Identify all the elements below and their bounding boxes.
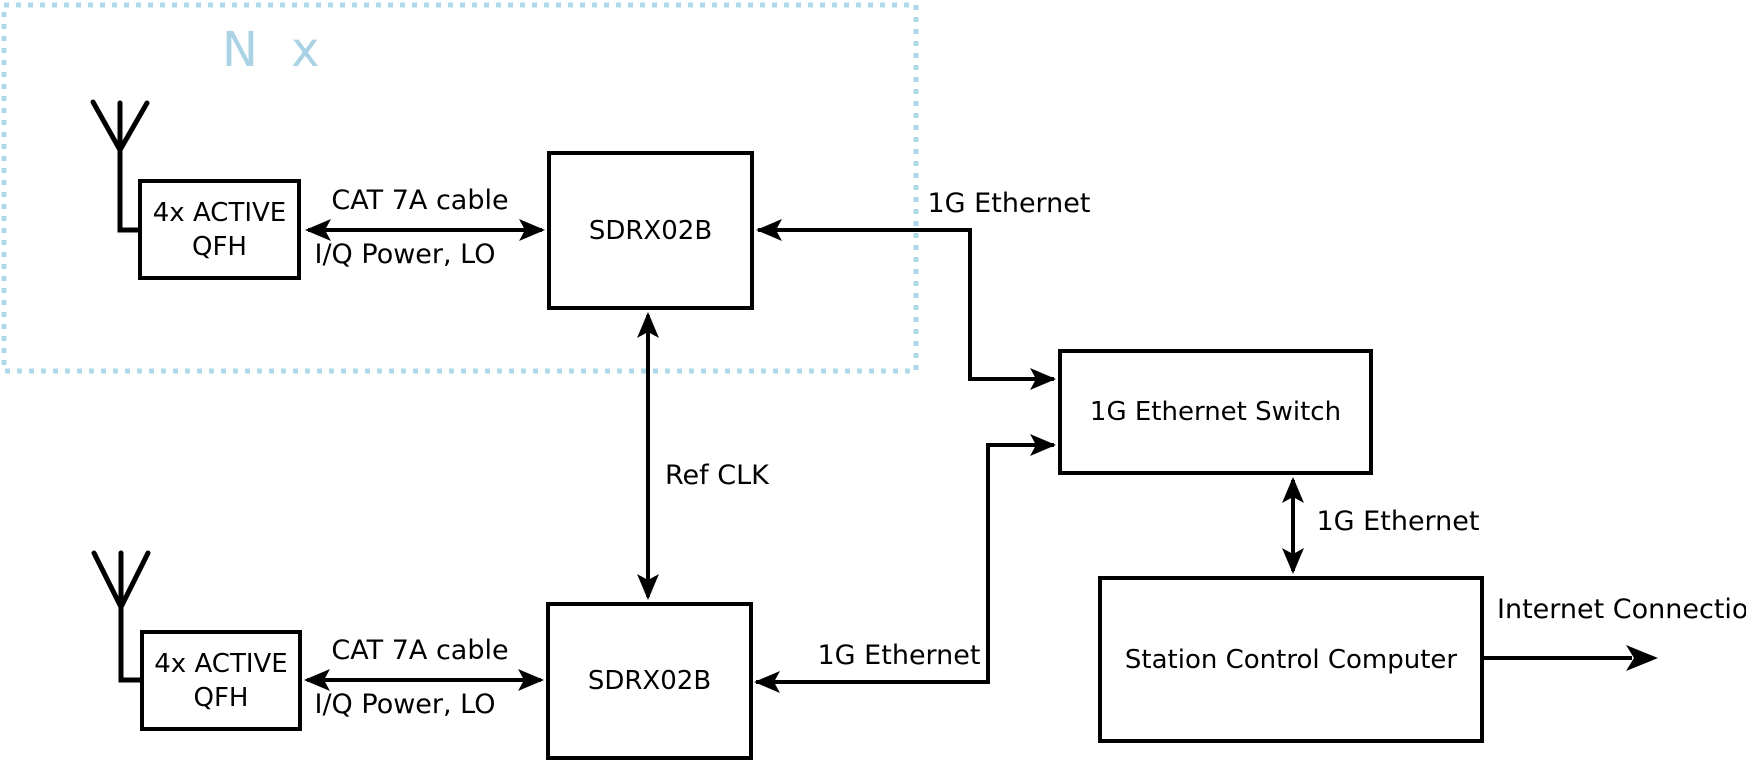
node-label: SDRX02B xyxy=(588,215,713,246)
edge-label-cat7a-bottom: CAT 7A cable xyxy=(331,635,509,666)
edge-label-cat7a-top: CAT 7A cable xyxy=(331,185,509,216)
replication-count-label: N x xyxy=(222,22,329,78)
edge-label-ref-clk: Ref CLK xyxy=(665,460,769,491)
node-qfh-antenna-bottom: 4x ACTIVE QFH xyxy=(140,630,302,731)
wire-eth-switch-pc xyxy=(1282,477,1304,574)
node-label: 1G Ethernet Switch xyxy=(1089,397,1342,427)
wire-internet xyxy=(1483,645,1658,671)
wire-ref-clk xyxy=(637,312,659,600)
wire-cat7a-bottom xyxy=(304,669,544,691)
node-label: QFH xyxy=(192,231,247,262)
antenna-icon xyxy=(90,99,150,233)
edge-label-iq-power-lo-bottom: I/Q Power, LO xyxy=(314,689,496,720)
wire-cat7a-top xyxy=(305,219,545,241)
wire-eth-sdrx-top xyxy=(756,219,1056,390)
node-sdrx02b-bottom: SDRX02B xyxy=(546,602,753,760)
edge-label-1g-ethernet-bottom: 1G Ethernet xyxy=(817,640,981,671)
node-qfh-antenna-top: 4x ACTIVE QFH xyxy=(138,179,301,280)
node-label: QFH xyxy=(193,682,249,713)
wire-eth-sdrx-bottom xyxy=(754,434,1056,693)
edge-label-1g-ethernet-top: 1G Ethernet xyxy=(927,188,1091,219)
antenna-icon xyxy=(91,550,151,683)
node-label: 4x ACTIVE xyxy=(154,648,288,679)
edge-label-iq-power-lo-top: I/Q Power, LO xyxy=(314,239,496,270)
node-label: Station Control Computer xyxy=(1124,644,1458,675)
edge-label-1g-ethernet-switch-pc: 1G Ethernet xyxy=(1316,506,1480,537)
edge-label-internet-connection: Internet Connection xyxy=(1497,594,1746,625)
node-label: 4x ACTIVE xyxy=(152,197,287,228)
node-label: SDRX02B xyxy=(587,666,712,696)
node-ethernet-switch: 1G Ethernet Switch xyxy=(1058,349,1373,475)
node-sdrx02b-top: SDRX02B xyxy=(547,151,754,310)
node-station-control-computer: Station Control Computer xyxy=(1098,576,1484,743)
replication-group-border xyxy=(1,2,919,374)
